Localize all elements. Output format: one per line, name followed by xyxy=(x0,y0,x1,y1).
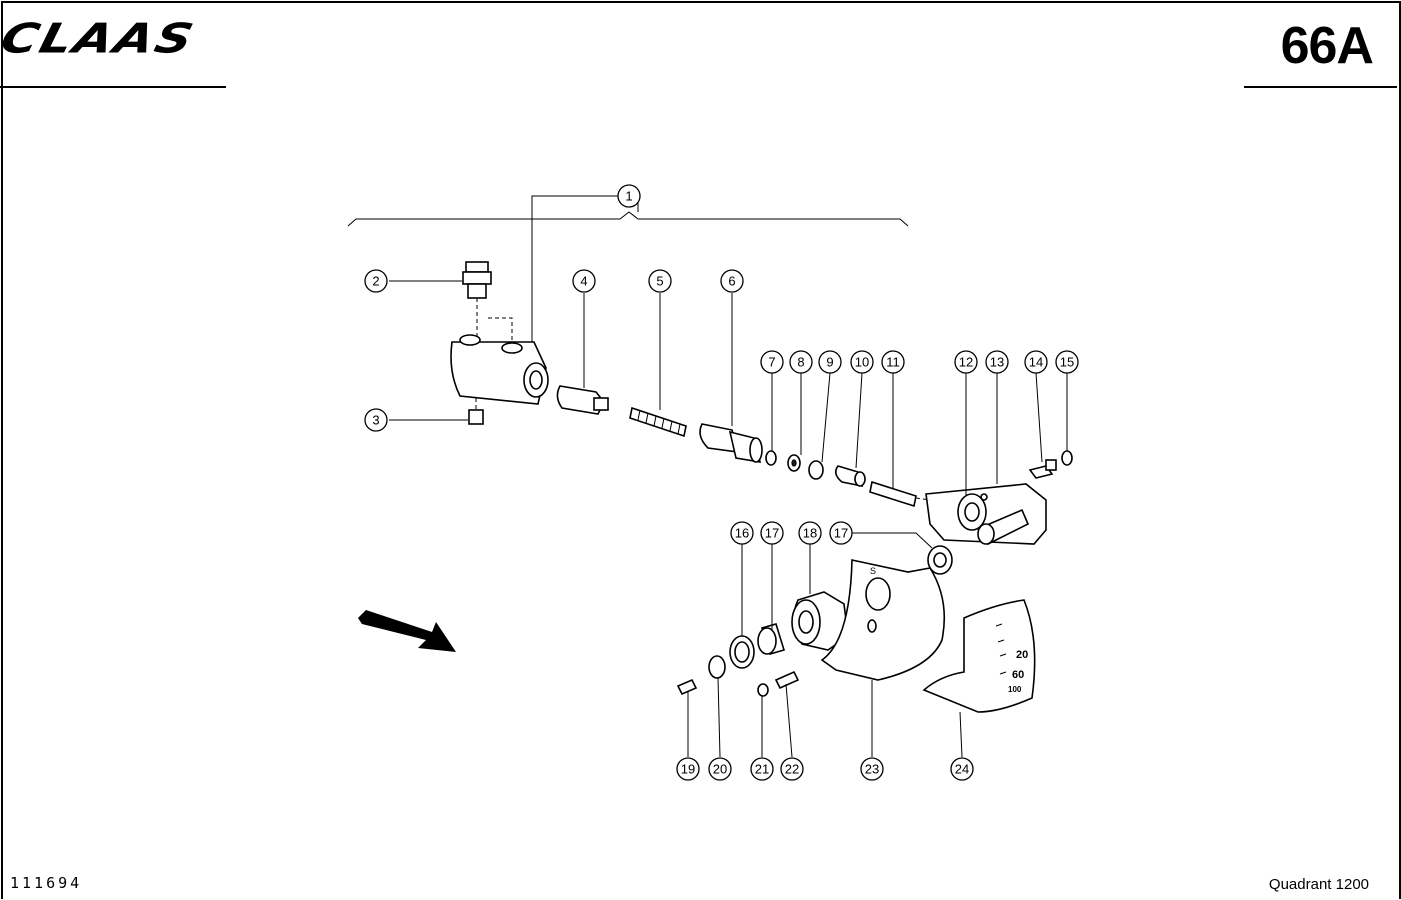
part-plug xyxy=(468,409,484,425)
svg-text:18: 18 xyxy=(803,526,817,541)
svg-text:20: 20 xyxy=(713,762,727,777)
part-nipple-19 xyxy=(676,678,698,696)
callout-7: 7 xyxy=(760,350,784,374)
svg-text:2: 2 xyxy=(372,274,379,289)
dash-2 xyxy=(476,298,513,346)
callout-2: 2 xyxy=(364,269,388,293)
svg-text:19: 19 xyxy=(681,762,695,777)
callout-20: 20 xyxy=(708,757,732,781)
part-fitting xyxy=(462,261,492,299)
svg-text:3: 3 xyxy=(372,413,379,428)
part-piston xyxy=(556,385,609,415)
callout-1: 1 xyxy=(617,184,641,208)
part-circlip-20 xyxy=(708,655,726,679)
leader-20 xyxy=(717,677,721,758)
leader-24 xyxy=(959,711,963,758)
svg-text:10: 10 xyxy=(855,355,869,370)
svg-text:1: 1 xyxy=(625,189,632,204)
callout-13: 13 xyxy=(985,350,1009,374)
leader-14 xyxy=(1035,372,1043,463)
model-name: Quadrant 1200 xyxy=(1268,876,1369,893)
svg-text:9: 9 xyxy=(826,355,833,370)
svg-text:8: 8 xyxy=(797,355,804,370)
svg-text:5: 5 xyxy=(656,274,663,289)
scale-label-20: 20 xyxy=(1016,649,1028,661)
part-washer-8 xyxy=(787,454,801,472)
callout-8: 8 xyxy=(789,350,813,374)
callout-9: 9 xyxy=(818,350,842,374)
svg-text:13: 13 xyxy=(990,355,1004,370)
direction-arrow-icon xyxy=(358,610,456,652)
callout-23: 23 xyxy=(860,757,884,781)
part-valve-housing xyxy=(450,334,549,405)
callout-17b: 17 xyxy=(829,521,853,545)
dash-bracket xyxy=(915,497,931,501)
svg-text:4: 4 xyxy=(580,274,587,289)
part-scale-decal: 20 60 100 xyxy=(922,599,1036,713)
svg-text:23: 23 xyxy=(865,762,879,777)
svg-text:24: 24 xyxy=(955,762,969,777)
svg-text:7: 7 xyxy=(768,355,775,370)
callout-22: 22 xyxy=(780,757,804,781)
part-screw-14 xyxy=(1028,459,1057,479)
part-spring xyxy=(629,406,687,438)
svg-text:17: 17 xyxy=(834,526,848,541)
part-pin-11 xyxy=(869,480,917,508)
svg-text:11: 11 xyxy=(886,355,900,370)
svg-text:12: 12 xyxy=(959,355,973,370)
part-washer-15 xyxy=(1061,450,1073,466)
plate-label: S xyxy=(870,566,876,576)
leader-10 xyxy=(855,372,863,469)
part-quadrant-cover: S xyxy=(820,559,946,681)
callout-4: 4 xyxy=(572,269,596,293)
part-sleeve-10 xyxy=(834,465,866,488)
svg-text:15: 15 xyxy=(1060,355,1074,370)
callout-18: 18 xyxy=(798,521,822,545)
scale-label-100: 100 xyxy=(1008,685,1022,694)
svg-text:22: 22 xyxy=(785,762,799,777)
part-union xyxy=(699,423,763,463)
svg-text:6: 6 xyxy=(728,274,735,289)
part-hub-18 xyxy=(791,591,849,651)
callout-3: 3 xyxy=(364,408,388,432)
part-washer-7 xyxy=(765,450,777,466)
part-ring-16 xyxy=(729,635,755,669)
leader-9 xyxy=(821,372,831,463)
svg-text:16: 16 xyxy=(735,526,749,541)
callout-21: 21 xyxy=(750,757,774,781)
part-bushing-17 xyxy=(757,623,786,655)
callout-17: 17 xyxy=(760,521,784,545)
callout-12: 12 xyxy=(954,350,978,374)
scale-label-60: 60 xyxy=(1012,669,1024,681)
svg-text:21: 21 xyxy=(755,762,769,777)
part-bracket-plate xyxy=(925,483,1047,546)
page-number-rule xyxy=(1244,86,1397,88)
page-number: 66A xyxy=(1280,17,1374,75)
logo-rule xyxy=(0,86,226,88)
callout-6: 6 xyxy=(720,269,744,293)
callout-16: 16 xyxy=(730,521,754,545)
callout-14: 14 xyxy=(1024,350,1048,374)
leader-22 xyxy=(785,683,793,758)
callout-5: 5 xyxy=(648,269,672,293)
part-ring-17b xyxy=(927,545,953,575)
callout-24: 24 xyxy=(950,757,974,781)
part-nut-9 xyxy=(808,460,824,480)
callout-11: 11 xyxy=(881,350,905,374)
svg-text:17: 17 xyxy=(765,526,779,541)
part-screw-22 xyxy=(774,670,800,690)
callout-19: 19 xyxy=(676,757,700,781)
part-washer-21 xyxy=(757,683,769,697)
svg-text:14: 14 xyxy=(1029,355,1043,370)
leader-17b xyxy=(852,532,933,549)
callout-15: 15 xyxy=(1055,350,1079,374)
document-code: 111694 xyxy=(10,874,83,892)
assembly-brace xyxy=(347,211,909,227)
callout-10: 10 xyxy=(850,350,874,374)
